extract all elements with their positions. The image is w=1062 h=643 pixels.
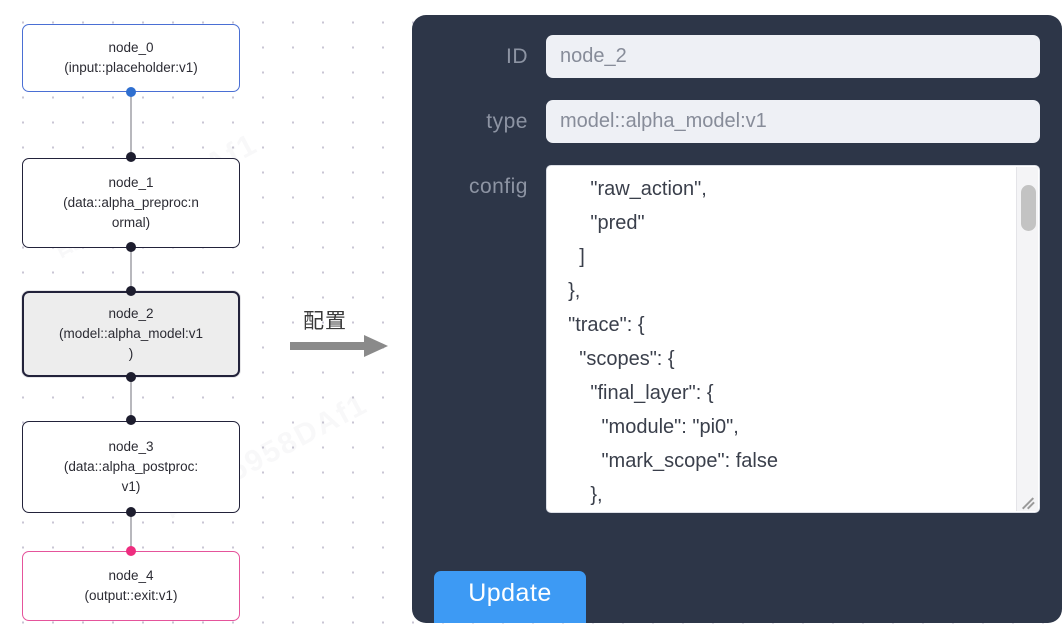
edge-node3-node4: [130, 512, 132, 550]
update-button[interactable]: Update: [434, 571, 586, 623]
node-title: node_3: [108, 439, 154, 454]
node-subtitle: (data::alpha_preproc:n: [63, 195, 199, 210]
node-subtitle: (output::exit:v1): [84, 588, 178, 603]
edge-node0-node1: [130, 90, 132, 158]
port-node_3-out[interactable]: [126, 507, 136, 517]
node-subtitle: (input::placeholder:v1): [64, 60, 198, 75]
port-node_2-in[interactable]: [126, 286, 136, 296]
transition-arrow-icon: [290, 333, 390, 364]
node-subtitle-cont: ormal): [111, 215, 151, 230]
port-node_1-in[interactable]: [126, 152, 136, 162]
node-title: node_0: [108, 40, 154, 55]
node-config-panel: ID type config "raw_action", "pred" ] },…: [412, 15, 1062, 623]
node-title: node_4: [108, 568, 154, 583]
flow-node-node_2[interactable]: node_2 (model::alpha_model:v1 ): [22, 291, 240, 377]
field-row-config: config "raw_action", "pred" ] }, "trace"…: [434, 165, 1040, 513]
id-input[interactable]: [546, 35, 1040, 78]
node-subtitle: (model::alpha_model:v1: [58, 326, 204, 341]
field-row-type: type: [434, 100, 1040, 143]
config-field-label: config: [468, 175, 528, 198]
port-node_3-in[interactable]: [126, 415, 136, 425]
port-node_0-out[interactable]: [126, 87, 136, 97]
port-node_2-out[interactable]: [126, 372, 136, 382]
type-field-label: type: [486, 109, 528, 133]
flow-node-node_4[interactable]: node_4 (output::exit:v1): [22, 551, 240, 621]
node-subtitle-cont: ): [128, 346, 134, 361]
node-subtitle: (data::alpha_postproc:: [63, 459, 199, 474]
node-title: node_2: [108, 306, 154, 321]
id-field-label: ID: [506, 44, 528, 68]
node-title: node_1: [108, 175, 154, 190]
node-subtitle-cont: v1): [121, 479, 141, 494]
flow-node-node_3[interactable]: node_3 (data::alpha_postproc: v1): [22, 421, 240, 513]
edge-node1-node2: [130, 246, 132, 292]
flow-node-node_0[interactable]: node_0 (input::placeholder:v1): [22, 24, 240, 92]
config-textarea-wrap: "raw_action", "pred" ] }, "trace": { "sc…: [546, 165, 1040, 513]
config-scrollbar-thumb[interactable]: [1021, 185, 1036, 231]
type-input[interactable]: [546, 100, 1040, 143]
field-row-id: ID: [434, 35, 1040, 78]
config-scrollbar-track[interactable]: [1016, 167, 1038, 511]
port-node_4-in[interactable]: [126, 546, 136, 556]
port-node_1-out[interactable]: [126, 242, 136, 252]
config-textarea[interactable]: "raw_action", "pred" ] }, "trace": { "sc…: [546, 165, 1040, 513]
edge-node2-node3: [130, 376, 132, 420]
transition-label: 配置: [303, 310, 347, 333]
flow-node-node_1[interactable]: node_1 (data::alpha_preproc:n ormal): [22, 158, 240, 248]
